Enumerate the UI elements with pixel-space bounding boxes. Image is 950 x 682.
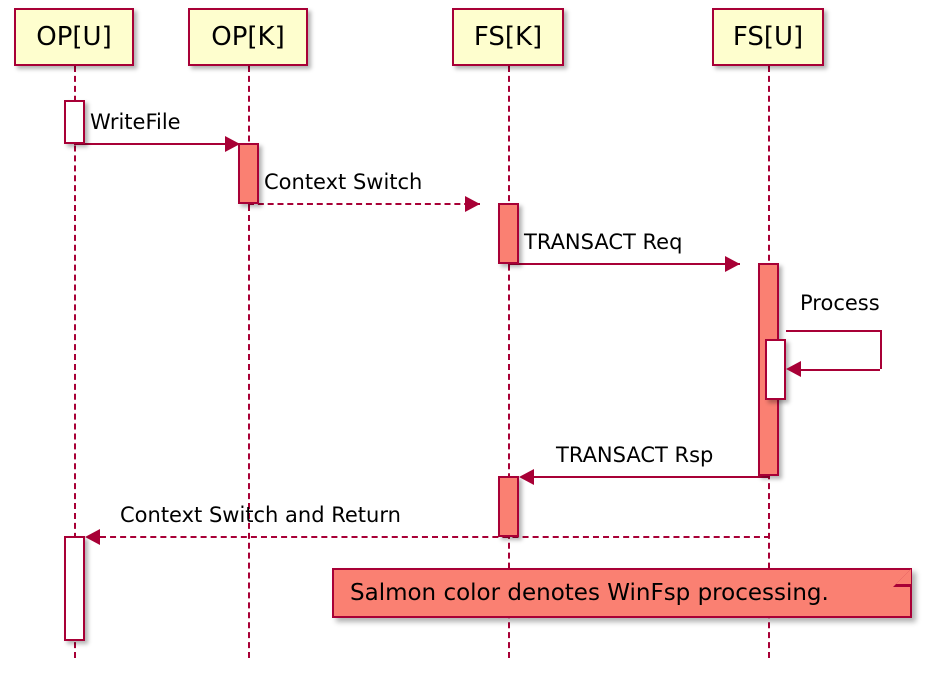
arrowhead-transact-rsp [519, 469, 534, 485]
arrowhead-transact-req [725, 256, 740, 272]
note-fold-corner-inner-icon [896, 569, 911, 584]
note-text-salmon-legend: Salmon color denotes WinFsp processing. [350, 580, 829, 606]
activation-bar-fs-u-nested [765, 339, 786, 400]
participant-op-k[interactable]: OP[K] [188, 8, 308, 66]
message-label-process: Process [800, 291, 880, 315]
participant-op-u[interactable]: OP[U] [14, 8, 134, 66]
self-message-top-segment-process [786, 330, 880, 332]
activation-bar-op-u-2 [64, 536, 85, 641]
activation-bar-op-u-1 [64, 100, 85, 144]
arrowhead-writefile [225, 136, 240, 152]
activation-bar-fs-k-2 [498, 476, 519, 537]
lifeline-op-k [248, 66, 250, 658]
note-salmon-legend [332, 568, 912, 618]
activation-bar-fs-k-1 [498, 203, 519, 264]
participant-fs-k[interactable]: FS[K] [452, 8, 564, 66]
lifeline-op-u [74, 66, 76, 658]
participant-fs-u[interactable]: FS[U] [712, 8, 824, 66]
message-label-writefile: WriteFile [90, 110, 181, 134]
message-label-transact-req: TRANSACT Req [524, 230, 683, 254]
message-label-context-switch-and-return: Context Switch and Return [120, 503, 401, 527]
participant-label-fs-u: FS[U] [732, 22, 804, 52]
lifeline-fs-k [508, 66, 510, 658]
arrowhead-context-switch [465, 196, 480, 212]
message-label-transact-rsp: TRANSACT Rsp [556, 443, 714, 467]
message-line-transact-rsp [534, 476, 770, 478]
arrowhead-context-switch-and-return [85, 529, 100, 545]
message-line-context-switch [248, 203, 480, 205]
self-message-right-segment-process [880, 330, 882, 369]
participant-label-fs-k: FS[K] [473, 22, 543, 52]
arrowhead-process [786, 361, 801, 377]
message-line-transact-req [508, 263, 740, 265]
message-line-context-switch-and-return [100, 536, 770, 538]
message-line-writefile [74, 143, 240, 145]
participant-label-op-k: OP[K] [211, 22, 285, 52]
activation-bar-op-k-1 [238, 143, 259, 204]
participant-label-op-u: OP[U] [36, 22, 112, 52]
message-label-context-switch: Context Switch [264, 170, 423, 194]
self-message-bottom-segment-process [800, 369, 880, 371]
